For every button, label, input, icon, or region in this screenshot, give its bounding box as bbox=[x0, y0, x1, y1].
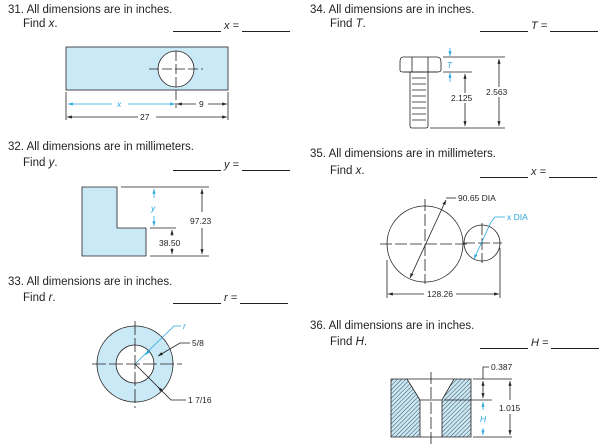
drawing-34-bolt bbox=[399, 48, 505, 129]
dim-31-x: x bbox=[116, 99, 122, 109]
problem-36-find: Find H. bbox=[330, 336, 368, 348]
problem-31-find: Find x. bbox=[23, 18, 58, 30]
problem-35-find: Find x. bbox=[330, 165, 365, 177]
problem-34-title: 34. All dimensions are in inches. bbox=[310, 4, 475, 16]
dim-34-t: T bbox=[447, 60, 453, 70]
problem-32-find: Find y. bbox=[23, 157, 58, 169]
problem-34-answer[interactable]: T = bbox=[480, 20, 599, 32]
dim-35-12826: 128.26 bbox=[427, 289, 453, 299]
dim-32-y: y bbox=[150, 203, 156, 213]
dim-36-h: H bbox=[480, 414, 487, 424]
dim-32-97: 97.23 bbox=[190, 216, 212, 226]
dim-36-0387: 0.387 bbox=[491, 362, 513, 372]
dim-34-2125: 2.125 bbox=[451, 93, 473, 103]
problem-33-answer[interactable]: r = bbox=[173, 292, 289, 304]
dim-31-27: 27 bbox=[140, 112, 150, 122]
problem-33-title: 33. All dimensions are in inches. bbox=[8, 276, 173, 288]
drawing-36-bushing bbox=[390, 366, 512, 446]
dim-33-r: r bbox=[183, 321, 187, 331]
dim-31-9: 9 bbox=[199, 99, 204, 109]
dim-32-38: 38.50 bbox=[159, 238, 181, 248]
drawing-32-lshape bbox=[81, 186, 209, 257]
problem-33-find: Find r. bbox=[23, 292, 56, 304]
problem-35-title: 35. All dimensions are in millimeters. bbox=[310, 148, 497, 160]
problem-32-answer[interactable]: y = bbox=[173, 159, 290, 171]
problem-32-title: 32. All dimensions are in millimeters. bbox=[8, 141, 195, 153]
dim-33-5-8: 5/8 bbox=[192, 338, 204, 348]
problem-36-answer[interactable]: H = bbox=[480, 337, 600, 349]
problem-31-answer[interactable]: x = bbox=[173, 20, 290, 32]
problem-35-answer[interactable]: x = bbox=[480, 166, 597, 178]
dim-34-2563: 2.563 bbox=[486, 87, 508, 97]
problem-31-title: 31. All dimensions are in inches. bbox=[8, 4, 173, 16]
dim-35-x: x DIA bbox=[507, 212, 528, 222]
drawing-35-circles bbox=[380, 197, 505, 298]
dim-36-1015: 1.015 bbox=[499, 403, 521, 413]
drawing-31-plate bbox=[65, 46, 229, 120]
dim-35-9065: 90.65 DIA bbox=[458, 193, 496, 203]
problem-34-find: Find T. bbox=[330, 18, 366, 30]
dim-33-1-7-16: 1 7/16 bbox=[188, 395, 212, 405]
drawing-33-washer bbox=[92, 321, 190, 408]
problem-36-title: 36. All dimensions are in inches. bbox=[310, 320, 475, 332]
